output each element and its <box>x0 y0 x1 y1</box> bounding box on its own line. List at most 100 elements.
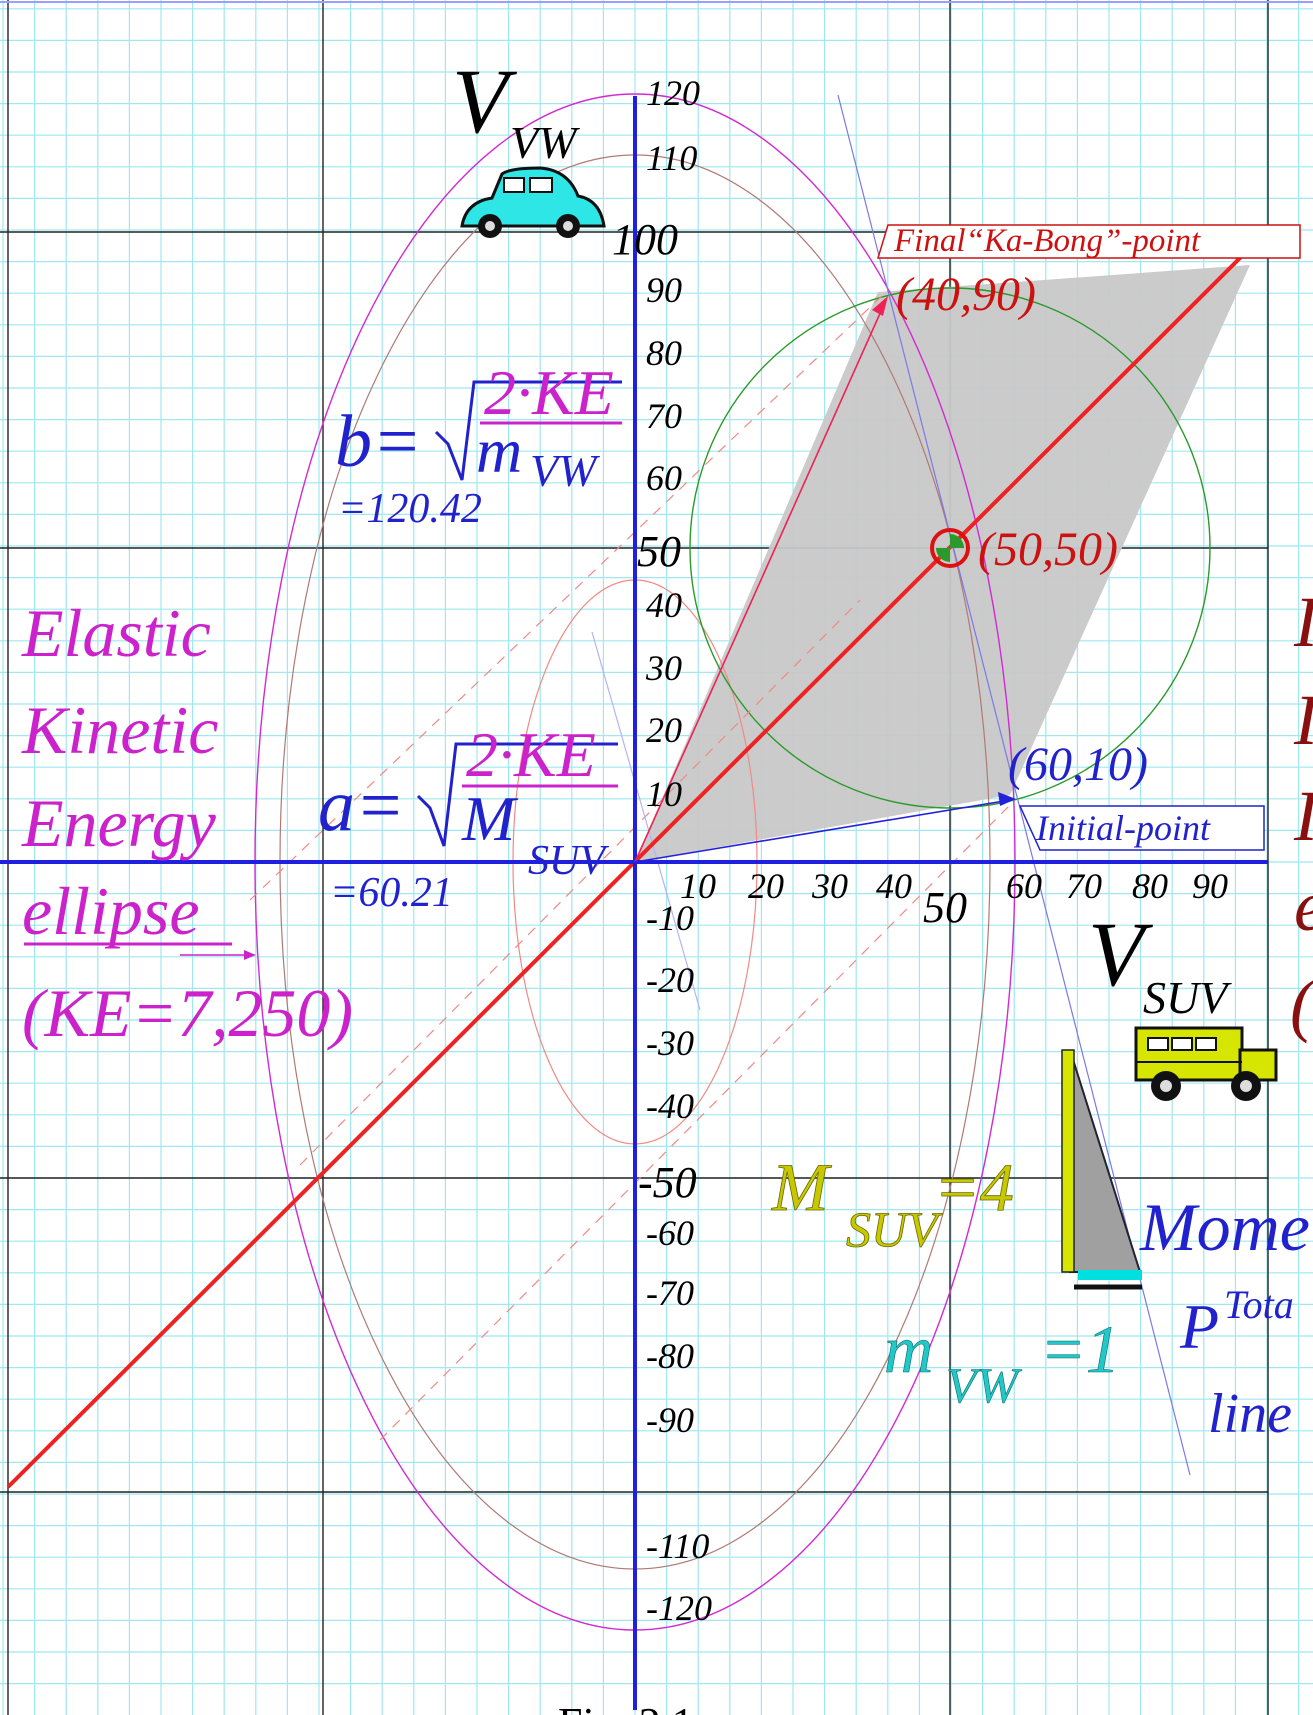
ke-label-line-3: Energy <box>21 785 217 861</box>
initial-velocity-arrowhead <box>998 792 1016 806</box>
b-sqrt-sign <box>434 380 622 481</box>
final-coords: (40,90) <box>896 268 1036 321</box>
x-tick-label: 30 <box>811 866 848 906</box>
y-tick-label: 20 <box>646 710 682 750</box>
vw-car-icon <box>460 166 606 238</box>
center-coords: (50,50) <box>978 523 1118 576</box>
y-tick-label: -90 <box>646 1400 694 1440</box>
final-point-text: Final“Ka-Bong”-point <box>893 223 1201 259</box>
m-vw-bar <box>1078 1270 1142 1280</box>
final-velocity-arrowhead <box>872 296 888 316</box>
final-velocity-vector <box>634 299 887 863</box>
x-tick-label: 40 <box>876 866 912 906</box>
y-tick-label: 30 <box>645 648 682 688</box>
b-formula-lhs: b= <box>335 401 422 483</box>
y-tick-labels: 120 110 90 80 70 60 40 30 20 10 -10 -20 -30 -40 -60 -70… <box>645 73 712 1628</box>
cut-right-1: I <box>1293 582 1313 662</box>
ke-label-line-4: ellipse <box>22 873 200 949</box>
diagonal-line <box>6 246 1252 1489</box>
m-vw-sub: VW <box>946 1357 1023 1413</box>
ke-label-line-5: (KE=7,250) <box>22 975 353 1051</box>
a-formula-denominator-sub: SUV <box>528 838 609 884</box>
dashed-guide <box>379 804 1011 1441</box>
p-total-line: line <box>1208 1383 1292 1445</box>
y-tick-label: -60 <box>646 1213 694 1253</box>
ke-ellipse-label: Elastic Kinetic Energy ellipse (KE=7,250… <box>21 595 353 1051</box>
cut-right-2: I <box>1293 680 1313 760</box>
x-tick-label: 20 <box>748 866 784 906</box>
dashed-guides <box>249 289 1011 1441</box>
x-axis-title: V <box>1088 903 1154 1005</box>
a-formula-denominator: M <box>461 783 519 854</box>
dashed-guide <box>299 599 861 1166</box>
a-value: =60.21 <box>330 870 453 916</box>
momentum-line-short <box>591 631 701 1011</box>
momentum-label: Mome <box>1139 1189 1310 1265</box>
m-vw-label: m <box>884 1311 933 1387</box>
y-axis-100-label: 100 <box>612 215 678 264</box>
x-tick-label: 90 <box>1192 866 1228 906</box>
x-tick-label: 70 <box>1066 866 1102 906</box>
y-tick-label: -110 <box>646 1526 709 1566</box>
initial-coords: (60,10) <box>1008 738 1148 791</box>
y-tick-label: -30 <box>646 1023 694 1063</box>
x-tick-label: 60 <box>1006 866 1042 906</box>
x-tick-label: 80 <box>1132 866 1168 906</box>
initial-point-text: Initial-point <box>1035 808 1211 848</box>
y-tick-label: -10 <box>646 898 694 938</box>
cut-right-5: ( <box>1290 964 1313 1044</box>
x-axis-subtitle: SUV <box>1143 972 1232 1023</box>
initial-velocity-vector <box>634 799 1011 863</box>
b-value: =120.42 <box>338 486 482 532</box>
final-point-label: Final“Ka-Bong”-point <box>876 223 1301 259</box>
figure-caption: Fig. 2.1 <box>558 1699 694 1715</box>
cut-right-4: e <box>1294 866 1313 946</box>
a-formula: a= 2·KE M SUV =60.21 <box>318 719 618 916</box>
b-formula-denominator-sub: VW <box>530 445 600 496</box>
axis-50-label: 50 <box>923 883 967 932</box>
b-formula-numerator: 2·KE <box>484 357 614 428</box>
a-formula-lhs: a= <box>318 765 405 847</box>
p-total-sup: Tota <box>1224 1282 1294 1327</box>
x-tick-labels: 10 20 30 40 60 70 80 90 <box>680 866 1228 906</box>
center-point-marker <box>930 528 970 568</box>
y-tick-label: 70 <box>646 396 682 436</box>
ke-arrowhead <box>244 950 256 960</box>
axes <box>0 96 1268 1710</box>
x-tick-label: 10 <box>680 866 716 906</box>
y-tick-label: -120 <box>646 1588 712 1628</box>
y-tick-label: 110 <box>646 138 697 178</box>
mass-bars <box>1061 1049 1142 1290</box>
y-tick-label: 120 <box>646 73 700 113</box>
y-tick-label: -40 <box>646 1086 694 1126</box>
m-suv-sub: SUV <box>846 1201 943 1257</box>
a-sqrt-sign <box>416 742 618 847</box>
y-tick-label: -20 <box>646 960 694 1000</box>
y-axis-neg50-label: -50 <box>638 1158 697 1207</box>
p-total-main: P <box>1179 1291 1219 1362</box>
y-axis-title: V <box>452 50 518 152</box>
cut-off-right-text: I I I e ( <box>1290 582 1313 1044</box>
y-tick-label: -80 <box>646 1336 694 1376</box>
dashed-guide <box>249 289 889 901</box>
m-vw-value: =1 <box>1040 1311 1120 1387</box>
b-formula-denominator: m <box>476 415 522 486</box>
y-axis-subtitle: VW <box>510 117 580 168</box>
b-formula: b= 2·KE m VW =120.42 <box>335 357 622 532</box>
y-tick-label: -70 <box>646 1273 694 1313</box>
y-tick-label: 90 <box>646 270 682 310</box>
momentum-circle <box>689 287 1211 809</box>
y-tick-label: 10 <box>646 774 682 814</box>
y-tick-label: 80 <box>646 333 682 373</box>
initial-point-label: Initial-point <box>1018 805 1265 851</box>
m-suv-label: M <box>771 1149 832 1225</box>
m-suv-value: =4 <box>934 1149 1014 1225</box>
a-formula-numerator: 2·KE <box>466 719 596 790</box>
ke-label-line-2: Kinetic <box>21 692 218 768</box>
y-tick-label: 40 <box>646 585 682 625</box>
cut-right-3: I <box>1293 776 1313 856</box>
y-axis-50-label: 50 <box>637 527 681 576</box>
y-tick-label: 60 <box>646 458 682 498</box>
